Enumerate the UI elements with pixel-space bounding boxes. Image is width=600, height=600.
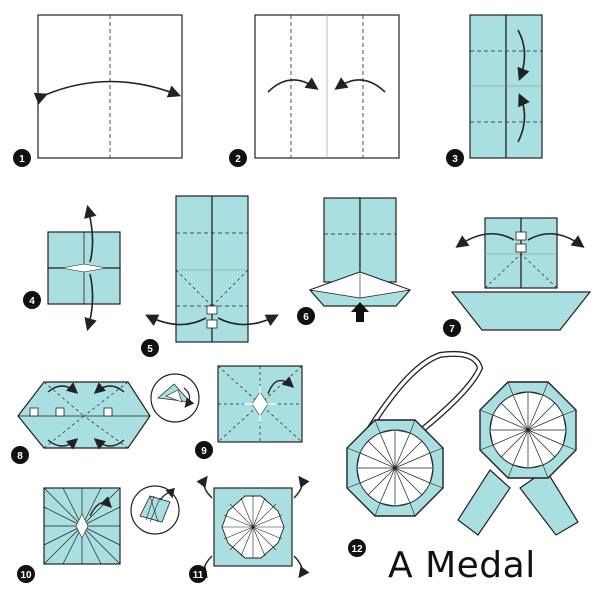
step-8: 8 [11,381,151,464]
step-8-detail [150,373,200,423]
ribbon-right [519,469,579,536]
fold-arrow [159,487,175,501]
step-3: 3 [446,14,543,167]
step-2: 2 [229,14,400,167]
step-5: 5 [141,195,279,357]
push-arrow [351,302,369,322]
fold-arrow [93,382,125,394]
medal-right [457,381,579,536]
step-10-detail [130,485,180,535]
fold-arrow [293,475,310,499]
step-number: 10 [20,570,32,581]
step-number: 6 [303,312,309,323]
fold-arrow [33,80,181,105]
diagram-title: A Medal [388,545,536,586]
fold-arrow [183,387,195,408]
fold-arrow [196,475,213,499]
step-11: 11 [189,475,310,583]
fold-arrow [145,314,207,327]
step-number: 4 [29,296,35,307]
step-number: 11 [193,570,204,581]
fold-arrow [47,382,79,394]
fold-arrow [293,555,310,579]
step-number: 5 [147,344,153,355]
fold-arrow [334,77,386,93]
step-number: 7 [449,324,455,335]
medal-left [346,419,444,517]
fold-arrow [455,233,515,248]
fold-arrow [517,93,530,143]
step-number: 1 [19,154,25,165]
fold-arrow [527,233,585,248]
step-number: 3 [452,154,458,165]
step-1: 1 [13,14,183,167]
ribbon-left [457,469,511,536]
step-6: 6 [297,197,412,325]
step-12: 12 [346,350,579,557]
step-4: 4 [23,204,121,332]
step-9: 9 [195,365,303,459]
fold-arrow [267,376,295,395]
fold-arrow [47,438,79,450]
fold-arrow [217,314,279,327]
fold-arrow [84,204,97,263]
fold-arrow [84,273,97,332]
step-number: 9 [201,446,207,457]
step-10: 10 [17,487,121,583]
step-7: 7 [443,217,592,337]
fold-arrow [93,438,125,450]
step-number: 2 [235,154,241,165]
step-number: 12 [351,544,363,555]
fold-arrow [517,29,530,81]
fold-arrow [89,496,112,517]
step-number: 8 [17,451,23,462]
fold-arrow [267,77,319,93]
